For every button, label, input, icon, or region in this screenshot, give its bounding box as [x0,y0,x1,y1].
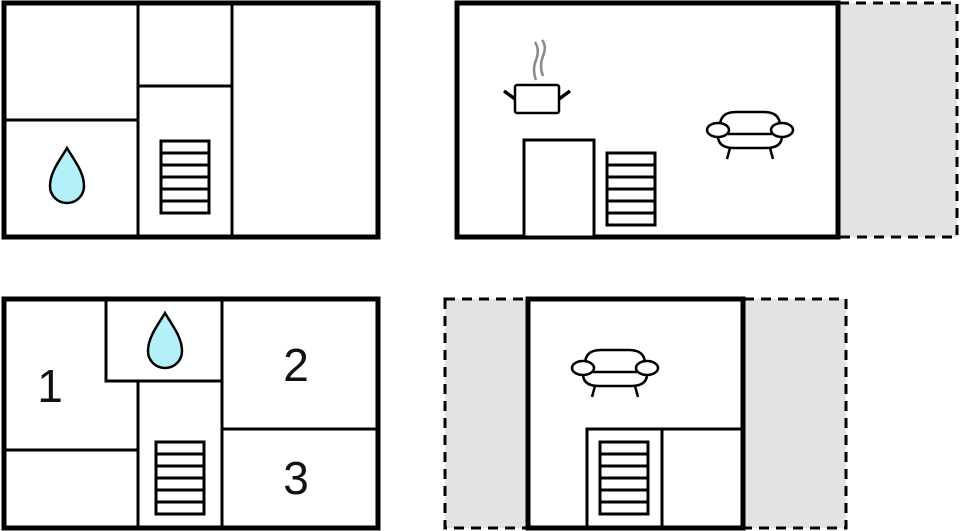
stairs-icon [154,440,206,516]
room-label-2: 2 [283,339,309,391]
terrace-area-left [443,297,529,530]
room-label-1: 1 [37,360,63,412]
room-label-3: 3 [283,452,309,504]
kitchen-pot-icon [502,39,572,115]
plan-top-right [454,0,959,240]
plan-top-left [1,0,381,240]
plan-bottom-left: 1 2 3 [1,296,381,531]
terrace-area [837,1,959,239]
terrace-area-right [742,297,848,530]
stairs-icon [605,151,657,227]
door [522,138,596,239]
plan-bottom-right [443,296,848,531]
stairs-icon [598,440,650,516]
stairs-icon [159,139,211,215]
